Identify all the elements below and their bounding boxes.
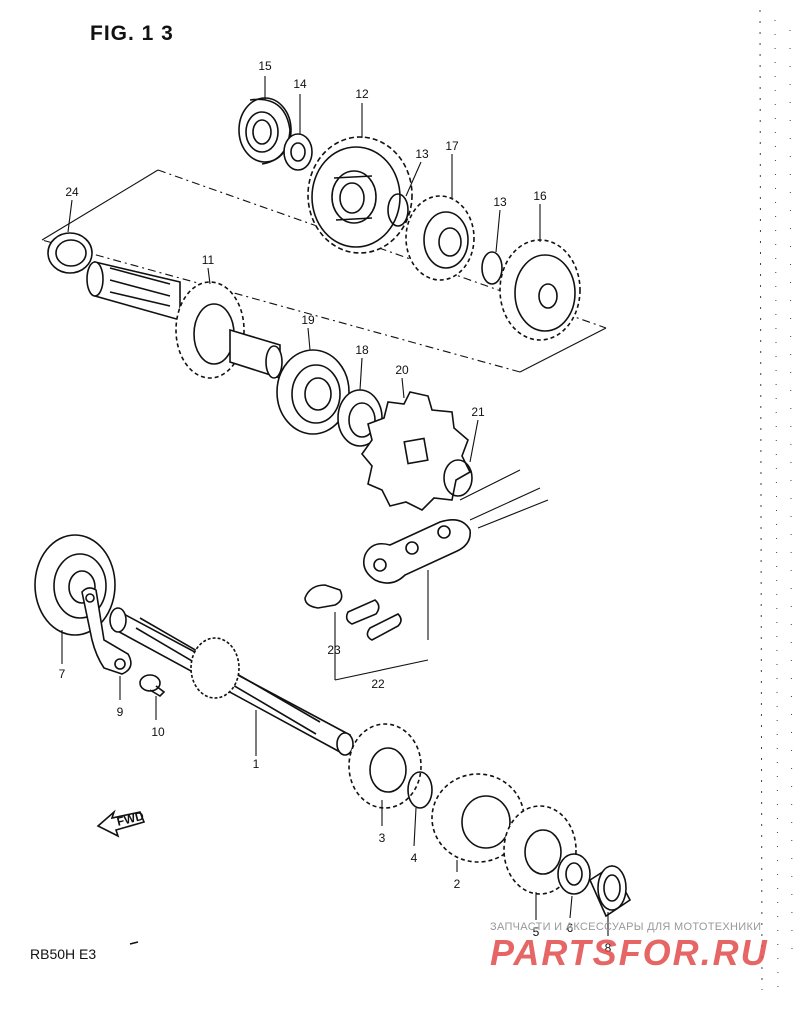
washer-24 [47,232,93,274]
screw-10 [139,674,166,698]
leader-lines [61,76,609,936]
callout-19: 19 [301,313,315,327]
callout-12: 12 [355,87,369,101]
callout-15: 17 [445,139,459,153]
callout-7: 7 [59,667,66,681]
gear-12 [307,136,413,254]
gear-15 [405,195,475,281]
watermark-tagline: ЗАПЧАСТИ И АКСЕССУАРЫ ДЛЯ МОТОТЕХНИКИ [490,921,762,933]
scan-edge-noise [759,9,793,1001]
callout-4: 4 [411,851,418,865]
circlip-21 [443,459,473,497]
gear-3 [348,723,422,809]
callout-22: 22 [371,677,385,691]
callout-13-lower: 13 [493,195,507,209]
sprocket-20 [360,391,472,511]
circlip-4 [407,771,433,809]
bearing-8 [588,864,632,918]
callout-2: 2 [454,877,461,891]
driveshaft-1 [109,607,354,756]
callout-16: 14 [293,77,307,91]
callout-9: 9 [117,705,124,719]
callout-5: 5 [533,925,540,939]
chain-joint-23 [304,584,429,681]
callout-17: 15 [258,59,272,73]
figure-title: FIG. 1 3 [90,22,174,45]
model-code: RB50H E3 [30,946,97,962]
drive-chain-22 [362,519,472,640]
bearing-17 [238,97,292,165]
circlip-13-lower [481,251,503,285]
fwd-label: FWD [115,809,145,829]
callout-24: 24 [65,185,79,199]
callout-6: 6 [567,921,574,935]
model-dash [129,941,139,945]
callout-18: 18 [355,343,369,357]
washer-16 [283,133,313,171]
callout-1: 1 [253,757,260,771]
callout-11: 11 [202,253,215,267]
circlip-13-upper [387,193,409,227]
fwd-arrow: FWD [96,809,146,838]
bearing-19 [276,349,350,435]
callout-8: 8 [605,941,612,955]
countershaft-11 [86,260,283,380]
callout-3: 3 [379,831,386,845]
callout-21: 21 [471,405,485,419]
callout-20: 20 [395,363,409,377]
chain-guide-lines [459,469,549,529]
gear-14 [499,239,581,341]
callout-13-upper: 13 [415,147,429,161]
countershaft-group-outline [41,169,607,373]
callout-14: 16 [533,189,547,203]
callout-10: 10 [151,725,165,739]
watermark-brand: PARTSFOR.RU [490,932,769,973]
washer-6 [557,853,591,895]
callout-23: 23 [327,643,341,657]
bearing-stopper-9 [81,587,132,675]
bearing-7 [34,534,116,636]
